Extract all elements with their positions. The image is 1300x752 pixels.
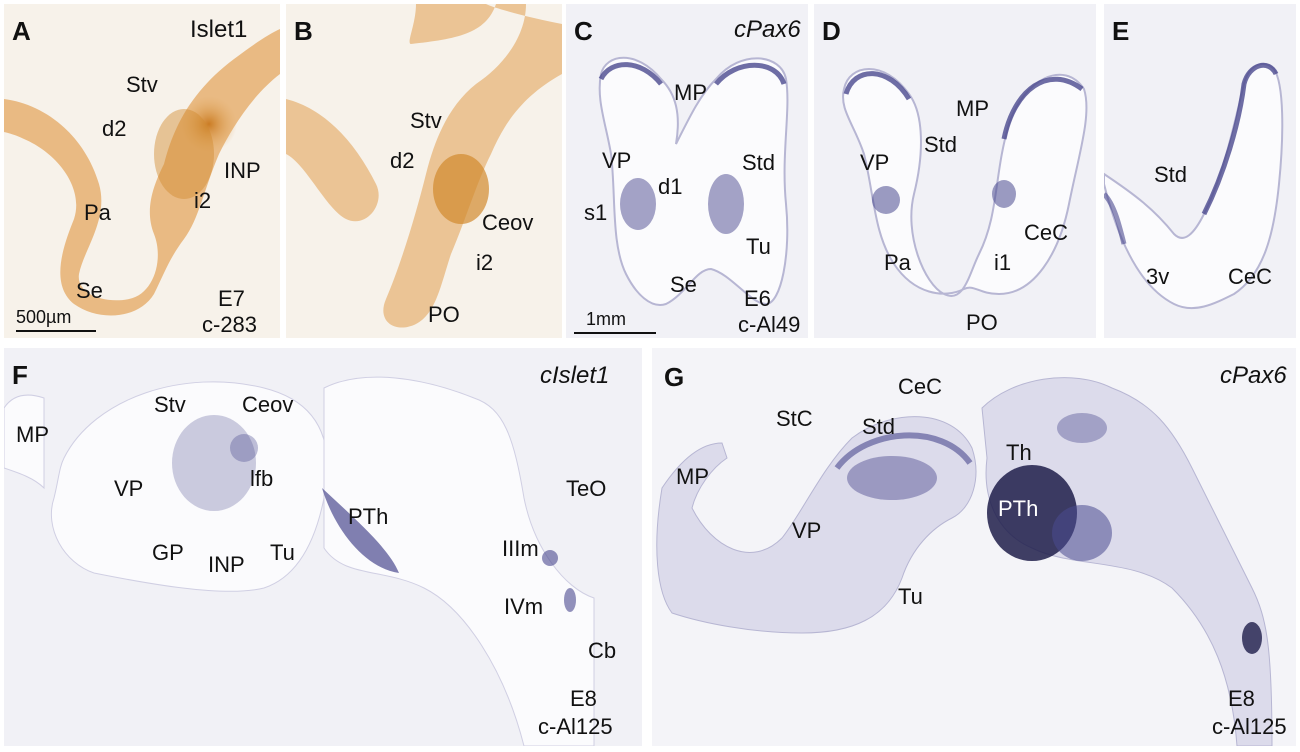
- label-se: Se: [76, 278, 103, 303]
- label-stv: Stv: [410, 108, 442, 133]
- label-cec: CeC: [1228, 264, 1273, 289]
- label-d2: d2: [102, 116, 127, 141]
- label-std: Std: [862, 414, 896, 439]
- label-pa: Pa: [884, 250, 911, 275]
- panel-c-image: [598, 56, 789, 306]
- label-lfb: lfb: [250, 466, 274, 491]
- label-3v: 3v: [1146, 264, 1170, 289]
- panel-g-id: c-Al125: [1212, 714, 1287, 739]
- panel-e-image: [1104, 62, 1284, 310]
- label-tu: Tu: [898, 584, 923, 609]
- label-po: PO: [428, 302, 460, 327]
- panel-a-scalebar: [16, 330, 96, 332]
- panel-g-image: [656, 377, 1273, 746]
- label-gp: GP: [152, 540, 184, 565]
- label-mp: MP: [676, 464, 709, 489]
- panel-a-letter: A: [12, 16, 31, 46]
- label-vp: VP: [602, 148, 632, 173]
- panel-c-scalebar: [574, 332, 656, 334]
- label-std: Std: [742, 150, 776, 175]
- label-pa: Pa: [84, 200, 111, 225]
- label-s1: s1: [584, 200, 608, 225]
- panel-f-gene: cIslet1: [540, 362, 610, 389]
- label-th: Th: [1006, 440, 1032, 465]
- label-vp: VP: [792, 518, 822, 543]
- label-i2: i2: [194, 188, 212, 213]
- label-mp: MP: [674, 80, 707, 105]
- label-vp: VP: [860, 150, 890, 175]
- label-se: Se: [670, 272, 697, 297]
- label-std: Std: [1154, 162, 1188, 187]
- panel-g-letter: G: [664, 362, 685, 392]
- panel-c-letter: C: [574, 16, 593, 46]
- label-i1: i1: [994, 250, 1012, 275]
- panel-a-scalebar-label: 500µm: [16, 307, 72, 327]
- panel-a-image: [4, 29, 280, 316]
- panel-f-letter: F: [12, 360, 28, 390]
- label-ceov: Ceov: [242, 392, 294, 417]
- label-stc: StC: [776, 406, 813, 431]
- panel-e-letter: E: [1112, 16, 1130, 46]
- panel-c-id: c-Al49: [738, 312, 801, 337]
- panel-b-letter: B: [294, 16, 313, 46]
- label-mp: MP: [16, 422, 49, 447]
- panel-d-image: [842, 68, 1088, 297]
- label-stv: Stv: [126, 72, 158, 97]
- label-vp: VP: [114, 476, 144, 501]
- panel-c: C cPax6 MP VP Std d1 s1 Tu Se E6 c-Al49 …: [566, 4, 808, 338]
- label-inp: INP: [224, 158, 261, 183]
- label-stv: Stv: [154, 392, 186, 417]
- label-cec: CeC: [898, 374, 943, 399]
- label-tu: Tu: [746, 234, 771, 259]
- label-pth: PTh: [348, 504, 389, 529]
- panel-f-image: [4, 376, 595, 746]
- panel-f: F cIslet1 MP Stv Ceov VP lfb GP INP Tu P…: [4, 348, 642, 746]
- label-pth: PTh: [998, 496, 1039, 521]
- panel-a-id: c-283: [202, 312, 258, 337]
- panel-b: B Stv d2 Ceov i2 PO: [286, 4, 562, 338]
- panel-d: D MP VP Std CeC Pa i1 PO: [814, 4, 1096, 338]
- panel-g-age: E8: [1228, 686, 1255, 711]
- panel-c-age: E6: [744, 286, 771, 311]
- panel-e: E Std CeC 3v: [1104, 4, 1296, 338]
- label-std: Std: [924, 132, 958, 157]
- label-cec: CeC: [1024, 220, 1069, 245]
- label-inp: INP: [208, 552, 245, 577]
- label-tu: Tu: [270, 540, 295, 565]
- label-d2: d2: [390, 148, 415, 173]
- label-mp: MP: [956, 96, 989, 121]
- panel-d-letter: D: [822, 16, 841, 46]
- label-po: PO: [966, 310, 998, 335]
- panel-g: G cPax6 MP StC Std CeC VP Tu Th PTh E8 c…: [652, 348, 1296, 746]
- panel-c-scalebar-label: 1mm: [586, 309, 626, 329]
- panel-a-age: E7: [218, 286, 245, 311]
- label-iiim: IIIm: [502, 536, 539, 561]
- panel-a-gene: Islet1: [190, 16, 248, 43]
- panel-g-gene: cPax6: [1220, 362, 1287, 389]
- panel-a: A Islet1 Stv d2 INP i2 Pa Se E7 c-283 50…: [4, 4, 280, 338]
- panel-c-gene: cPax6: [734, 16, 801, 43]
- panel-b-image: [286, 4, 562, 328]
- label-cb: Cb: [588, 638, 617, 663]
- label-ceov: Ceov: [482, 210, 534, 235]
- label-ivm: IVm: [504, 594, 544, 619]
- panel-f-age: E8: [570, 686, 597, 711]
- label-d1: d1: [658, 174, 683, 199]
- label-teo: TeO: [566, 476, 607, 501]
- panel-f-id: c-Al125: [538, 714, 613, 739]
- label-i2: i2: [476, 250, 494, 275]
